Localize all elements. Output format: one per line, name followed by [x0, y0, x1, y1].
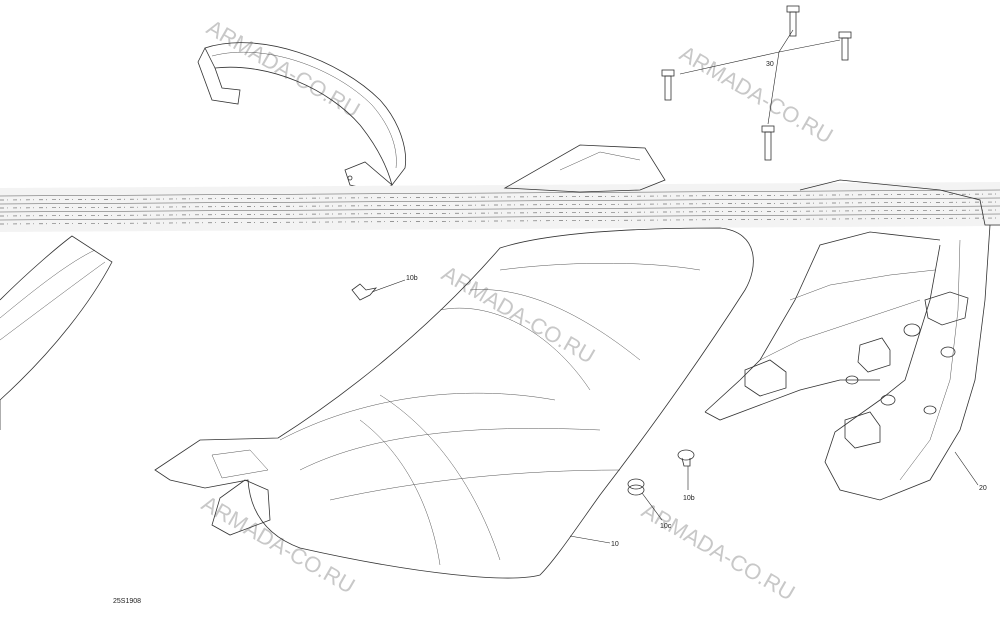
left-partial-part — [0, 235, 113, 430]
clip-10b-bottom: 10b — [677, 449, 695, 502]
figure-code: 25S1908 — [113, 598, 141, 605]
callout-20: 20 — [979, 485, 987, 492]
watermarks: ARMADA-CO.RU ARMADA-CO.RU ARMADA-CO.RU A… — [198, 15, 838, 606]
callout-30: 30 — [766, 61, 774, 68]
watermark: ARMADA-CO.RU — [638, 498, 800, 606]
bolts-group: 30 — [661, 5, 852, 161]
scan-noise-band — [0, 182, 1000, 232]
callout-10b-top: 10b — [406, 275, 418, 282]
seat: 10 — [154, 144, 754, 579]
watermark: ARMADA-CO.RU — [438, 261, 600, 369]
seat-strap — [197, 42, 406, 193]
callout-10c: 10c — [660, 523, 672, 530]
watermark: ARMADA-CO.RU — [198, 491, 360, 599]
seat-base: 20 — [704, 179, 1000, 501]
callout-10: 10 — [611, 541, 619, 548]
callout-10b-bottom: 10b — [683, 495, 695, 502]
clip-10b-top: 10b — [351, 275, 418, 301]
nut-10c: 10c — [627, 478, 672, 530]
